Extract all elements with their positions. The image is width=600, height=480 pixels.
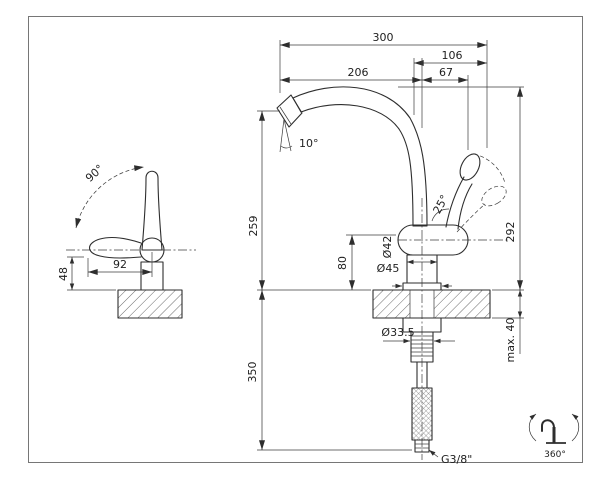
label-connection: G3/8" <box>441 453 472 466</box>
label-base-dia: Ø45 <box>377 262 400 275</box>
rotation-symbol: 360° <box>528 413 580 460</box>
spout-outline <box>292 86 428 227</box>
label-handle-tilt: 25° <box>431 193 452 216</box>
spout-angle-line-b <box>283 118 292 152</box>
label-right-span: 106 <box>442 49 463 62</box>
dimensions <box>67 40 524 458</box>
spout-angle-arc <box>280 145 293 149</box>
label-counter-thickness: max. 40 <box>504 318 517 363</box>
symbol-arrow-right <box>571 413 580 442</box>
side-lever-grip <box>88 237 142 259</box>
braided-hose-texture2 <box>412 388 432 440</box>
label-body-height: 80 <box>336 256 349 270</box>
label-below-counter: 350 <box>246 362 259 383</box>
side-countertop <box>117 289 183 319</box>
spout-nozzle <box>276 94 303 128</box>
handle-lever-left-edge <box>445 176 465 228</box>
handle-ghost-lever <box>456 203 486 233</box>
counter-hatch-left <box>373 290 410 318</box>
side-swing-arc <box>75 165 145 229</box>
front-view <box>276 86 508 460</box>
label-total-height: 292 <box>504 222 517 243</box>
label-rotation: 360° <box>544 450 566 460</box>
label-side-height: 48 <box>57 267 70 281</box>
label-handle-span: 67 <box>439 66 453 79</box>
hose-fitting <box>414 439 430 453</box>
spout-angle-line-a <box>279 118 285 153</box>
handle-ghost-knob <box>481 185 507 207</box>
side-view <box>66 165 196 319</box>
dimension-labels: 300 106 206 67 259 292 80 350 max. 40 Ø4… <box>57 31 517 466</box>
label-spout-tilt: 10° <box>299 137 319 150</box>
threaded-shank <box>410 331 434 363</box>
drawing-border <box>28 16 583 463</box>
label-overall-width: 300 <box>373 31 394 44</box>
label-spout-reach: 206 <box>348 66 369 79</box>
label-spout-height: 259 <box>247 216 260 237</box>
handle-lever-right-edge <box>457 183 473 230</box>
handle-angle-arc <box>431 208 450 222</box>
symbol-spout <box>541 419 555 432</box>
symbol-arrow-left <box>528 413 537 442</box>
connection-leader <box>428 449 439 458</box>
side-lever-upright <box>141 170 163 251</box>
counter-hatch-right <box>434 290 490 318</box>
nozzle-face-line <box>279 106 292 125</box>
label-shank-dia: Ø33.5 <box>381 326 414 339</box>
label-body-dia: Ø42 <box>381 236 394 259</box>
handle-knob <box>459 153 481 181</box>
handle-swing-arc <box>473 153 506 184</box>
side-counter-hatch <box>118 290 182 318</box>
label-side-reach: 92 <box>113 258 127 271</box>
label-side-swing: 90° <box>83 162 106 185</box>
